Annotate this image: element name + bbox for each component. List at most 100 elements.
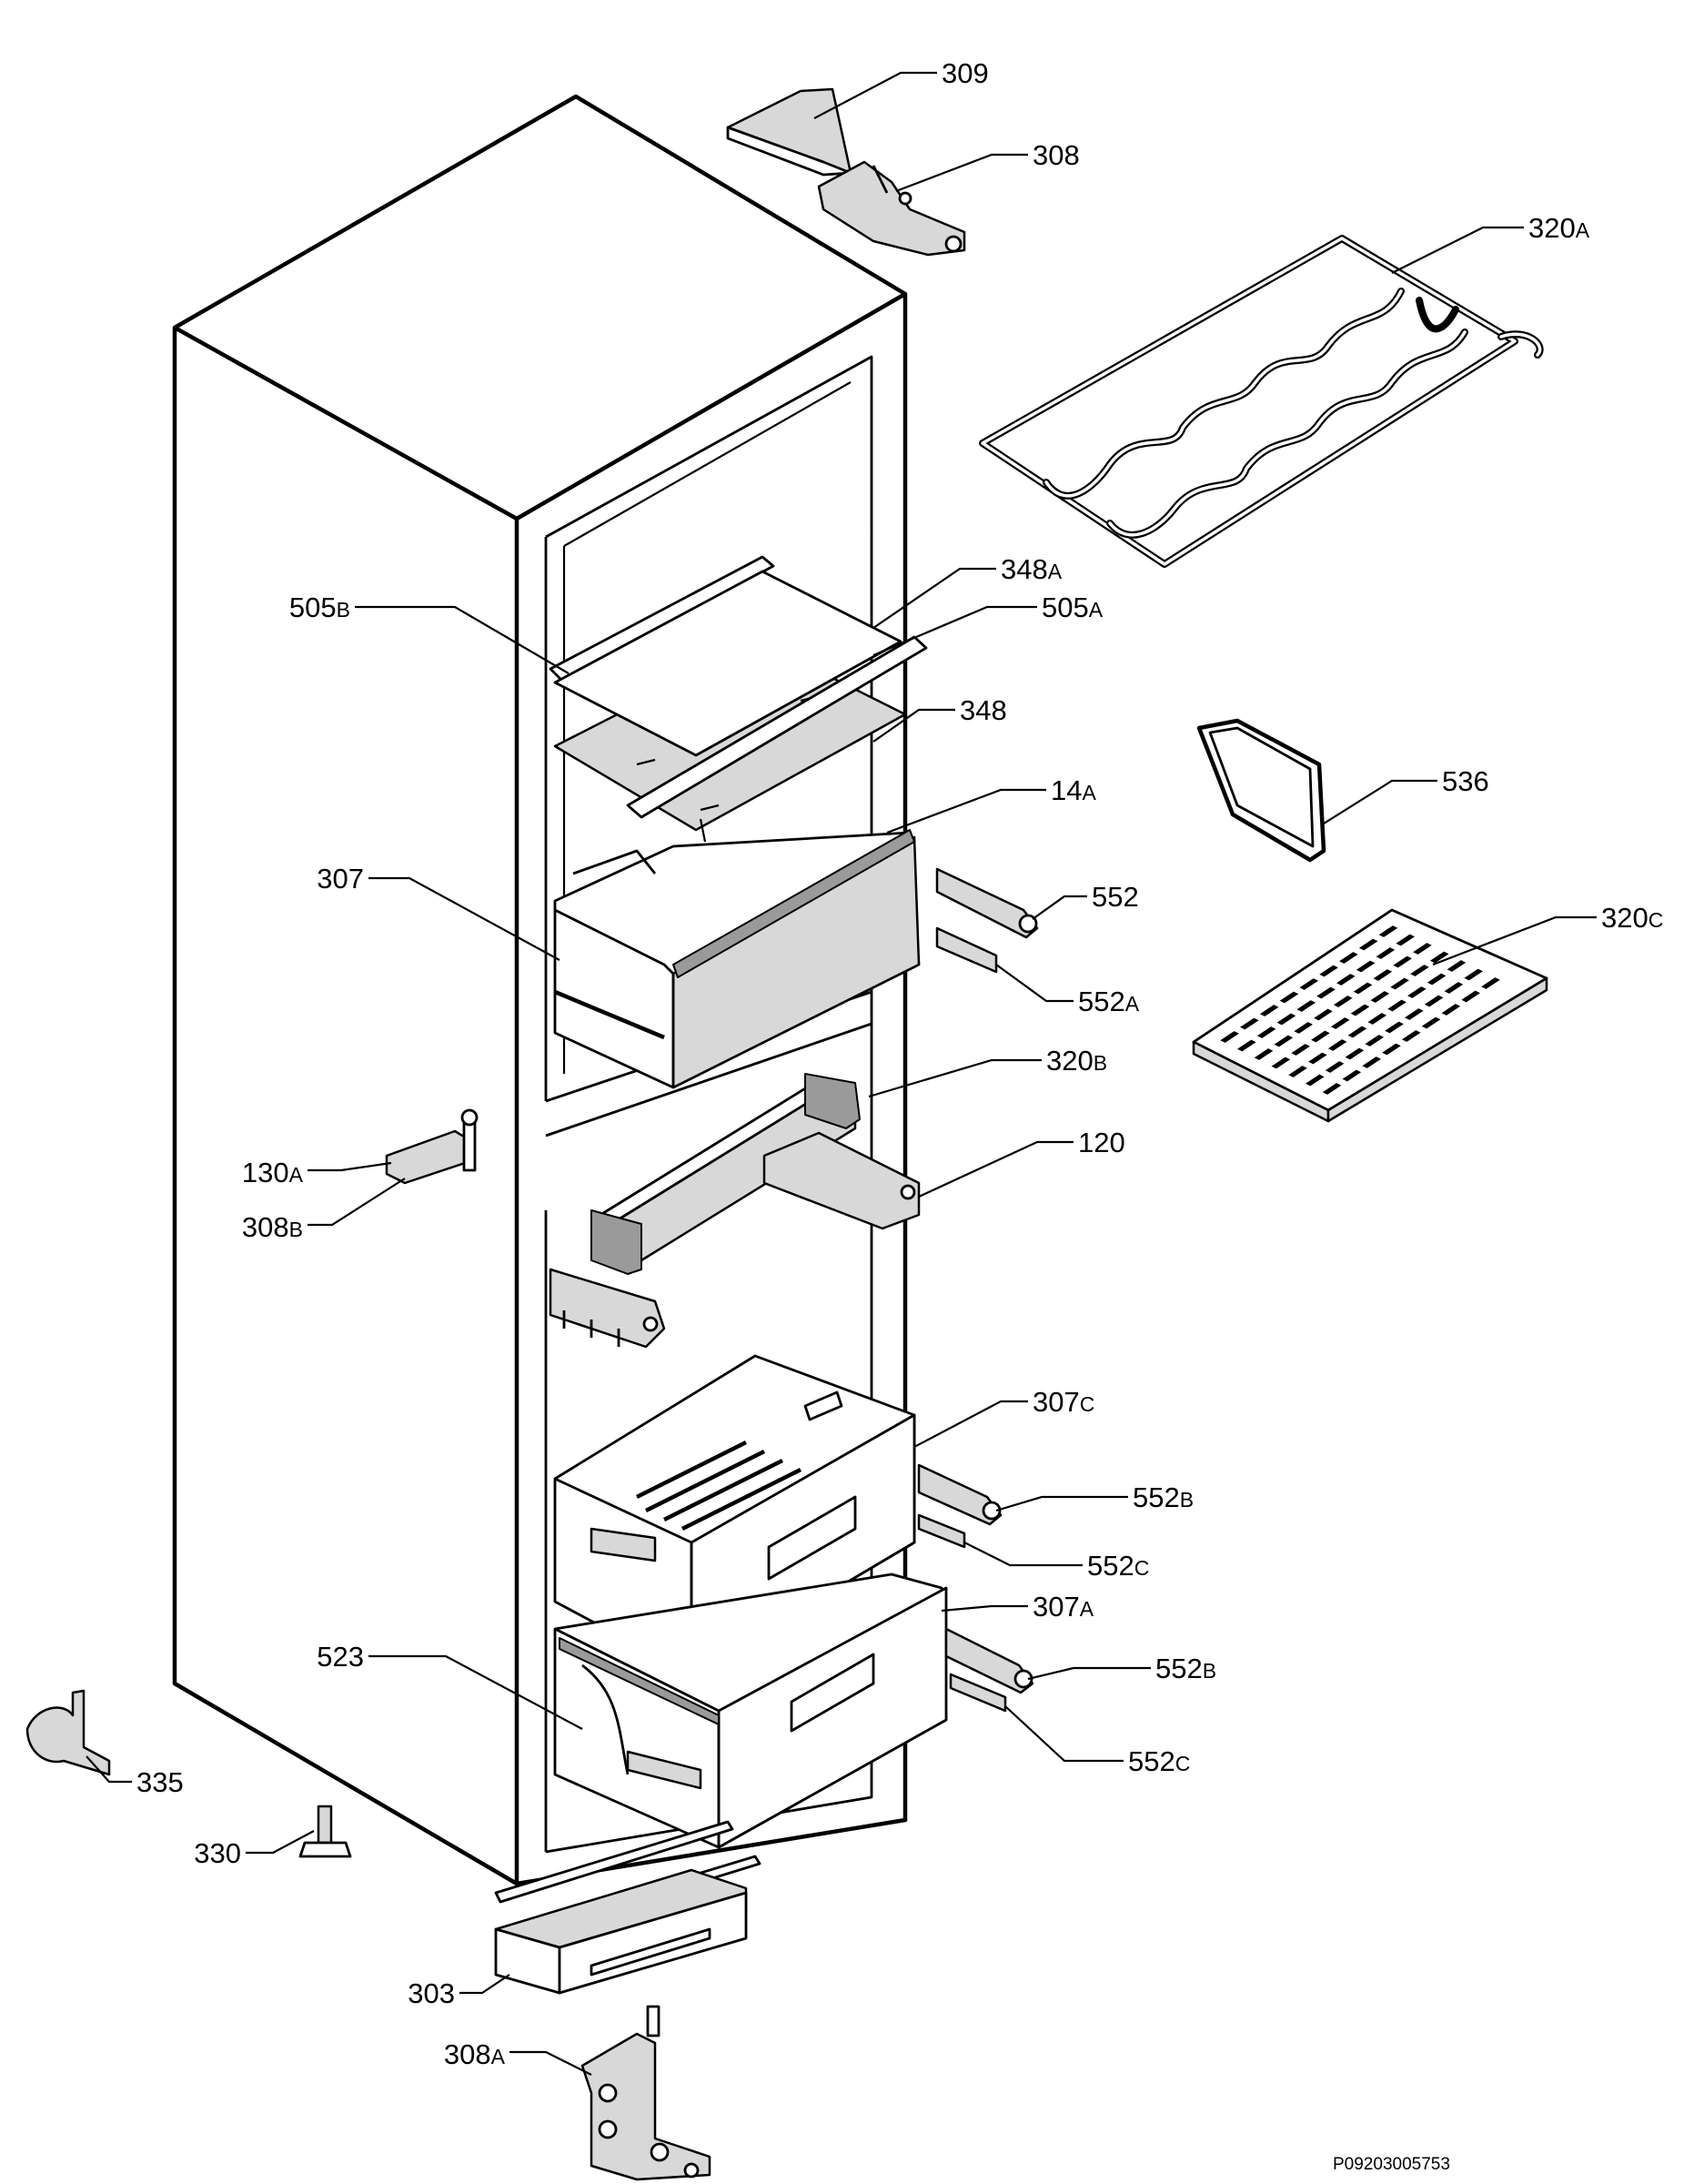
grid-slot	[1279, 991, 1299, 1004]
grid-slot	[1240, 1017, 1259, 1030]
svg-text:552: 552	[1092, 881, 1139, 913]
grid-slot	[1382, 1043, 1401, 1056]
svg-text:348A: 348A	[1001, 553, 1063, 585]
grid-slot	[1259, 1005, 1279, 1016]
grid-slot	[1296, 1000, 1316, 1012]
grid-slot	[1308, 1052, 1327, 1065]
foot-335	[25, 1689, 111, 1776]
grid-slot	[1376, 947, 1396, 959]
top-hinge-308	[817, 160, 966, 257]
grid-slot	[1342, 1069, 1362, 1082]
grid-slot	[1393, 956, 1412, 968]
grid-shelf-320c	[1192, 908, 1548, 1123]
grid-slot	[1291, 1044, 1310, 1056]
svg-text:552C: 552C	[1087, 1550, 1149, 1582]
rail-552b-lower	[944, 1627, 1034, 1694]
grid-slot	[1365, 1035, 1384, 1046]
grid-slot	[1390, 977, 1409, 990]
bracket-lower-left	[549, 1268, 666, 1349]
svg-text:307C: 307C	[1033, 1386, 1094, 1418]
grid-slot	[1356, 960, 1376, 973]
grid-slot	[1347, 1026, 1367, 1038]
grid-slot	[1336, 974, 1356, 986]
svg-text:308A: 308A	[444, 2038, 506, 2070]
grid-slot	[1345, 1047, 1365, 1060]
grid-slot	[1319, 965, 1338, 977]
grid-slot	[1444, 982, 1464, 994]
svg-text:309: 309	[942, 57, 989, 89]
middle-hinge-130a	[385, 1108, 479, 1185]
callout-552a: 552A	[995, 964, 1140, 1017]
callout-320a: 320A	[1391, 212, 1590, 274]
svg-text:330: 330	[194, 1837, 241, 1869]
callout-layer: 309 308 320A 348A 505B 505A 348 536	[86, 57, 1663, 2076]
grid-slot	[1350, 1004, 1370, 1016]
callout-536: 536	[1323, 765, 1489, 824]
shelf-trim-505a	[626, 635, 928, 819]
grid-slot	[1327, 1039, 1347, 1051]
rail-552c-upper	[917, 1513, 966, 1549]
svg-text:307A: 307A	[1033, 1591, 1094, 1623]
grid-slot	[1325, 1061, 1345, 1073]
glass-shelf-348a	[553, 570, 902, 757]
svg-text:552A: 552A	[1078, 986, 1140, 1017]
grid-slot	[1427, 973, 1447, 986]
grid-slot	[1413, 943, 1432, 955]
callout-320b: 320B	[868, 1045, 1107, 1098]
svg-text:335: 335	[136, 1766, 184, 1798]
grid-slot	[1339, 952, 1358, 964]
grid-slot	[1370, 991, 1390, 1003]
bottle-retainer-536	[1196, 718, 1326, 863]
bottom-hinge-308a	[580, 2005, 711, 2181]
drawer-ribs	[635, 1440, 802, 1532]
grid-slot	[1396, 934, 1416, 946]
callout-348: 348	[872, 694, 1007, 743]
grid-slot	[1316, 986, 1336, 999]
svg-text:536: 536	[1442, 765, 1489, 797]
callout-308a: 308A	[444, 2038, 592, 2076]
grid-slot	[1461, 990, 1480, 1003]
grid-slots	[1220, 925, 1500, 1095]
reference-code: P09203005753	[1333, 2155, 1450, 2174]
grid-slot	[1387, 999, 1407, 1012]
shelf-trim-505b	[549, 555, 775, 682]
grid-slot	[1464, 968, 1483, 981]
drawer-307	[553, 831, 921, 1089]
svg-text:552B: 552B	[1155, 1653, 1216, 1684]
callout-307a: 307A	[941, 1591, 1094, 1623]
grid-slot	[1362, 1057, 1381, 1068]
grid-slot	[1353, 982, 1373, 995]
adjustable-foot-330	[298, 1805, 352, 1858]
wine-rack-320a	[979, 235, 1544, 568]
top-cover-309	[726, 87, 852, 177]
callout-552c-lower: 552C	[1004, 1705, 1190, 1777]
callout-308: 308	[895, 139, 1080, 193]
grid-slot	[1404, 1008, 1424, 1020]
grid-slot	[1447, 960, 1467, 972]
svg-text:308: 308	[1033, 139, 1080, 171]
callout-348a: 348A	[872, 553, 1063, 629]
grid-slot	[1401, 1030, 1421, 1042]
grid-slot	[1410, 965, 1429, 976]
callout-552c-upper: 552C	[963, 1542, 1149, 1582]
grid-slot	[1424, 995, 1444, 1007]
bottom-drawer-307a	[553, 1572, 948, 1849]
svg-text:552C: 552C	[1128, 1745, 1190, 1777]
grid-slot	[1407, 986, 1427, 998]
callout-330: 330	[194, 1830, 315, 1869]
grid-slot	[1288, 1066, 1307, 1077]
callout-320c: 320C	[1432, 902, 1663, 966]
grid-slot	[1314, 1008, 1333, 1021]
grid-slot	[1358, 938, 1378, 951]
grid-slot	[1237, 1039, 1256, 1052]
svg-text:308B: 308B	[242, 1211, 303, 1243]
grid-slot	[1378, 925, 1398, 937]
grid-slot	[1429, 951, 1449, 964]
grid-slot	[1481, 977, 1500, 989]
grid-slot	[1421, 1016, 1441, 1029]
svg-text:348: 348	[960, 694, 1007, 726]
svg-text:505A: 505A	[1042, 592, 1104, 623]
svg-text:120: 120	[1078, 1127, 1125, 1158]
kick-plate-303	[494, 1868, 748, 1995]
drawer-front-trim-14a	[672, 829, 915, 978]
